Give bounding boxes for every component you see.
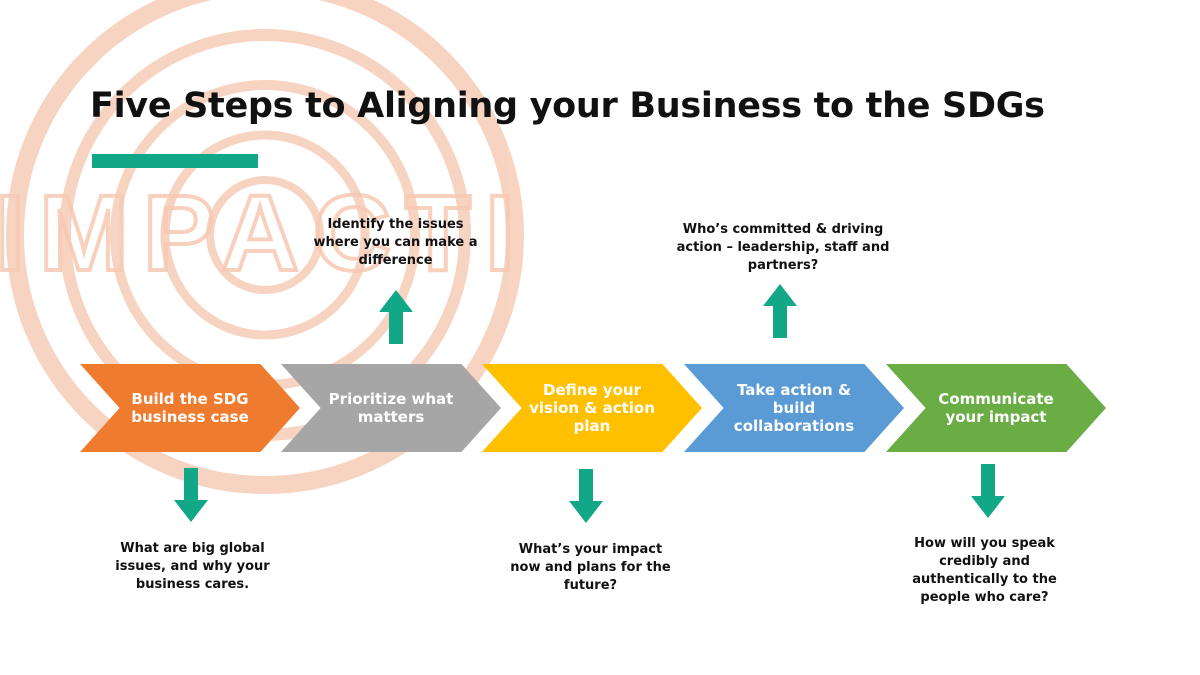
step-label: Communicate your impact (938, 390, 1054, 426)
arrow-down-icon (569, 469, 603, 523)
step-define-vision: Define your vision & action plan (482, 364, 702, 452)
note-step1: What are big global issues, and why your… (115, 541, 270, 592)
arrow-up-icon (763, 284, 797, 338)
note-step2: Identify the issues where you can make a… (313, 217, 478, 268)
step-communicate: Communicate your impact (886, 364, 1106, 452)
note-step4: Who’s committed & driving action – leade… (676, 222, 890, 273)
note-step5: How will you speak credibly and authenti… (912, 536, 1057, 605)
step-label: Take action & build collaborations (733, 381, 855, 435)
title-underline-bar (92, 154, 258, 168)
arrow-up-icon (379, 290, 413, 344)
step-label: Prioritize what matters (328, 390, 454, 426)
step-label: Build the SDG business case (131, 390, 249, 426)
note-step3: What’s your impact now and plans for the… (510, 542, 671, 593)
arrow-down-icon (971, 464, 1005, 518)
step-prioritize: Prioritize what matters (281, 364, 501, 452)
arrow-down-icon (174, 468, 208, 522)
page-title: Five Steps to Aligning your Business to … (90, 86, 1045, 126)
step-take-action: Take action & build collaborations (684, 364, 904, 452)
step-build-business-case: Build the SDG business case (80, 364, 300, 452)
step-label: Define your vision & action plan (529, 381, 655, 435)
